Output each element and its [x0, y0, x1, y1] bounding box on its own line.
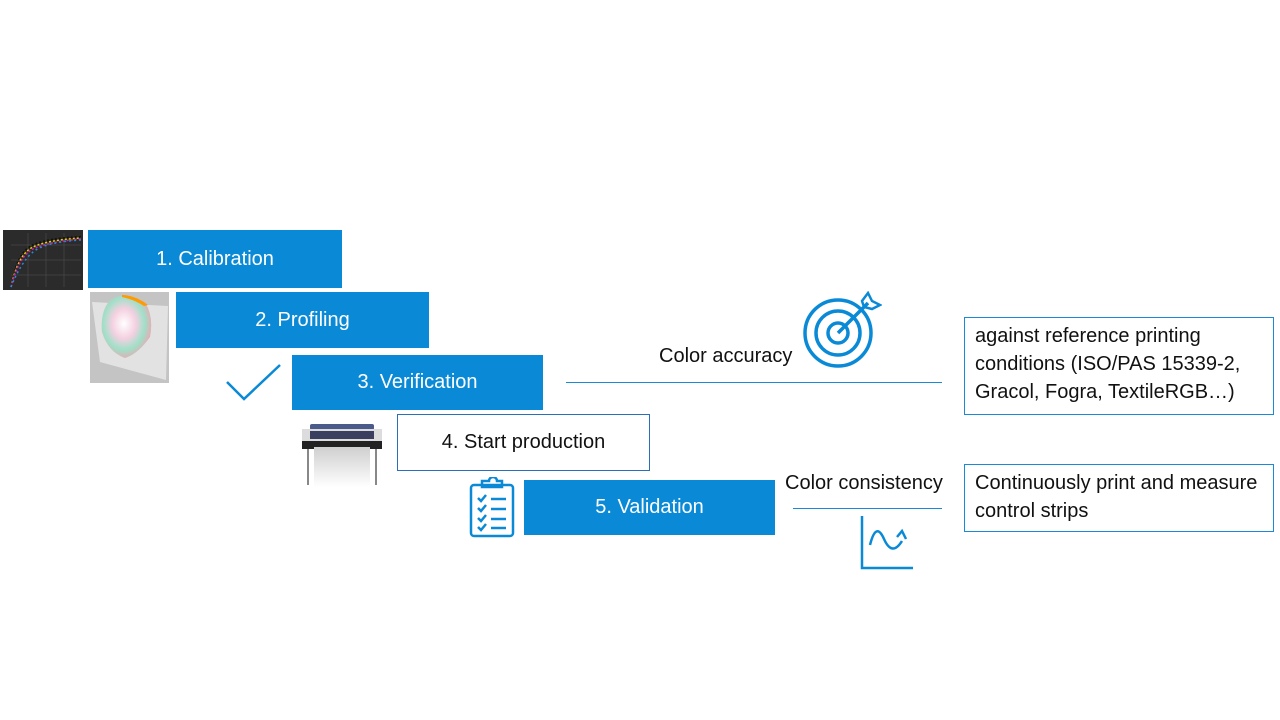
step-calibration: 1. Calibration — [88, 230, 342, 288]
calibration-curve-image — [3, 230, 83, 290]
consistency-note: Continuously print and measure control s… — [964, 464, 1274, 532]
step-validation: 5. Validation — [524, 480, 775, 535]
clipboard-checklist-icon — [469, 477, 515, 538]
accuracy-connector-line — [566, 382, 942, 383]
step-profiling: 2. Profiling — [176, 292, 429, 348]
checkmark-icon — [226, 364, 281, 401]
gamut-image — [90, 292, 169, 383]
wave-chart-icon — [860, 516, 913, 570]
color-accuracy-label: Color accuracy — [659, 345, 793, 367]
accuracy-note: against reference printing conditions (I… — [964, 317, 1274, 415]
printer-image — [302, 424, 382, 487]
consistency-connector-line — [793, 508, 942, 509]
step-start-production: 4. Start production — [397, 414, 650, 471]
step-verification: 3. Verification — [292, 355, 543, 410]
color-consistency-label: Color consistency — [785, 472, 943, 494]
target-icon — [803, 291, 882, 368]
